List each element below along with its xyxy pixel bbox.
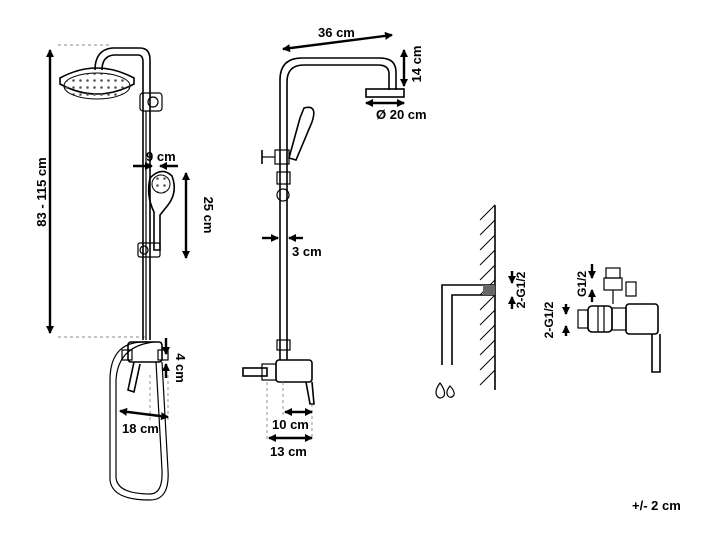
wall-connection-view: 2-G1/2 G1/2 2-G1/2 [435, 204, 661, 399]
shower-head-side [365, 88, 405, 98]
wall-thread-label: 2-G1/2 [514, 271, 528, 308]
mixer-height-label: 4 cm [173, 353, 188, 383]
top-thread-label: G1/2 [575, 271, 589, 297]
side-view: 36 cm 14 cm Ø 20 cm 3 cm 10 cm 13 cm [242, 25, 427, 459]
wall-hatching [479, 204, 496, 390]
overhead-arm [279, 57, 405, 160]
supply-pipe [441, 284, 495, 365]
rain-shower-head [59, 47, 151, 340]
diverter-valve [577, 267, 661, 373]
tolerance-note: +/- 2 cm [632, 498, 681, 513]
water-drop-icon [435, 381, 455, 399]
depth-outer-label: 13 cm [270, 444, 307, 459]
mixer-spacing-label: 18 cm [122, 421, 159, 436]
height-range-label: 83 - 115 cm [34, 157, 49, 226]
hand-shower-side [261, 106, 315, 165]
mixer-spacing-dimension-line [119, 407, 169, 421]
depth-inner-label: 10 cm [272, 417, 309, 432]
bar-offset-label: 9 cm [146, 149, 176, 164]
head-height-label: 14 cm [409, 46, 424, 83]
hand-shower-length-label: 25 cm [201, 197, 216, 234]
mixer-side [242, 359, 315, 405]
front-view: 83 - 115 cm 9 cm 25 cm 4 cm 18 cm [34, 44, 216, 501]
head-diameter-label: Ø 20 cm [376, 107, 427, 122]
arm-length-dimension-line [282, 31, 393, 53]
hand-shower [147, 170, 176, 251]
inlet-thread-label: 2-G1/2 [542, 301, 556, 338]
arm-length-label: 36 cm [318, 25, 355, 40]
riser-bar-side [276, 160, 291, 360]
bar-diameter-label: 3 cm [292, 244, 322, 259]
